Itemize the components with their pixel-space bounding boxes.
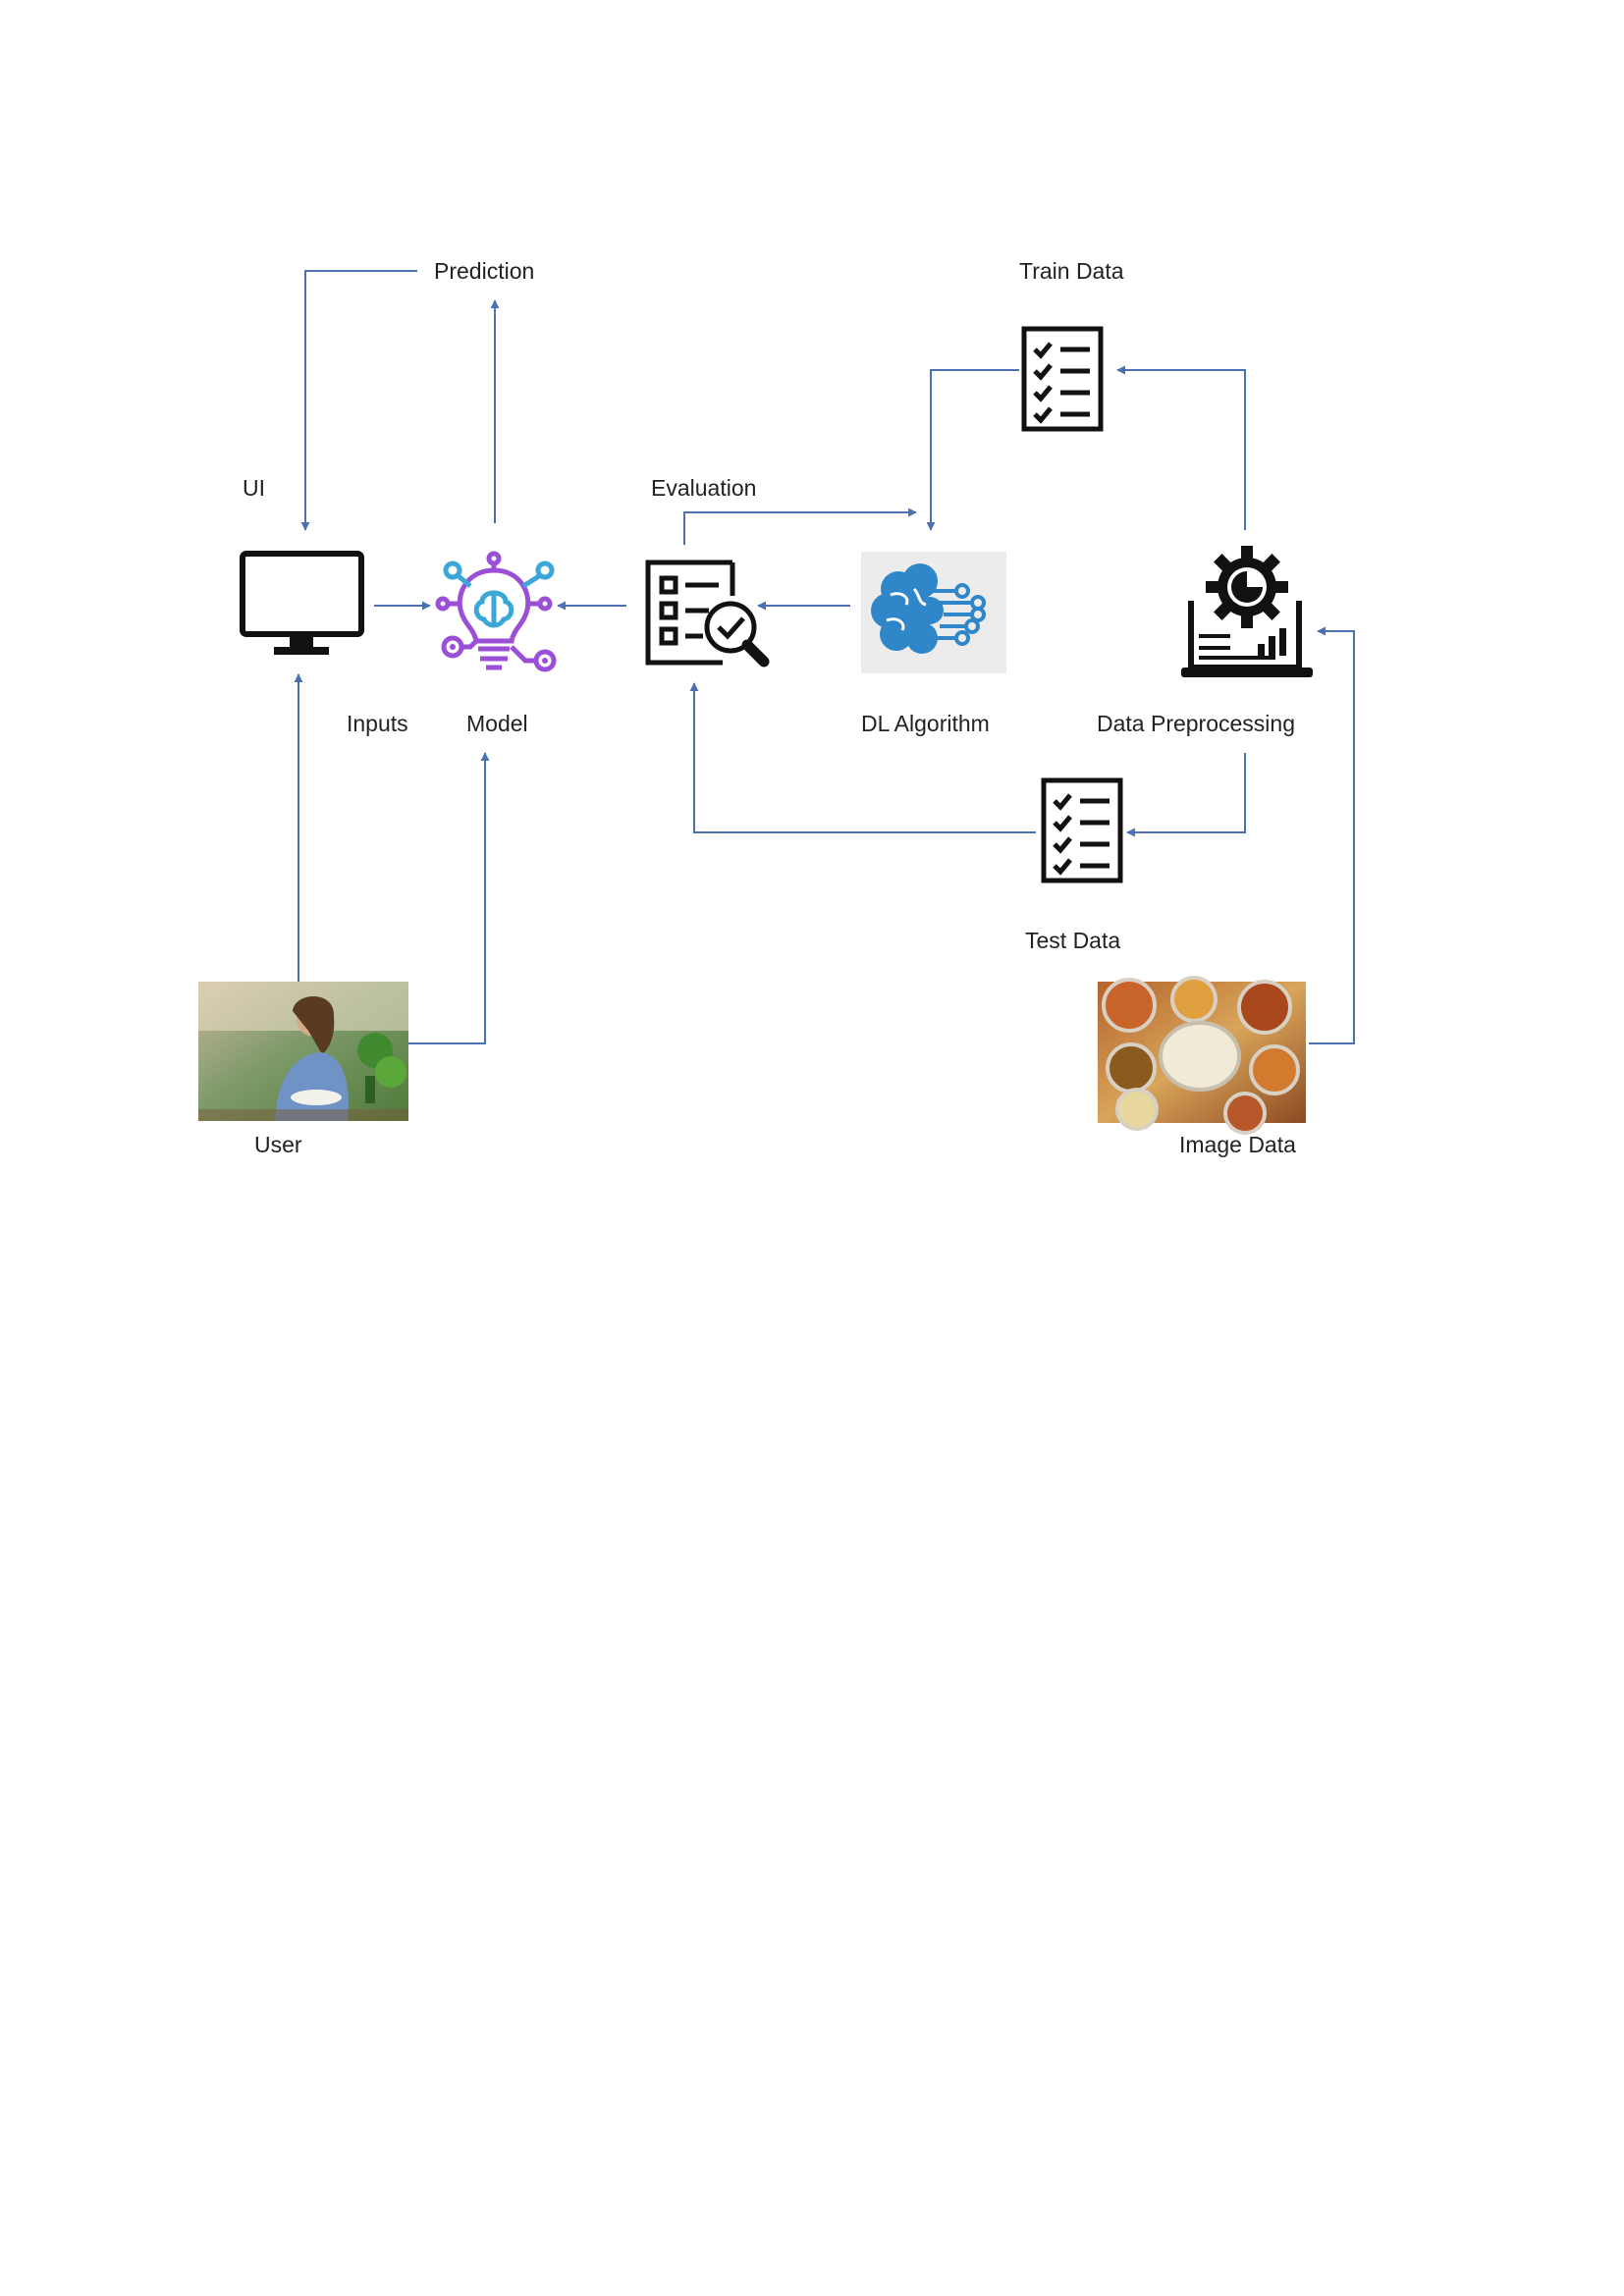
label-inputs: Inputs	[347, 711, 408, 736]
label-ui: UI	[243, 475, 265, 501]
monitor-icon	[240, 551, 364, 655]
label-prediction: Prediction	[434, 258, 535, 284]
arrow-preprocessing-to-test	[1126, 753, 1246, 837]
label-data-preprocessing: Data Preprocessing	[1097, 711, 1295, 736]
arrow-prediction-to-ui	[300, 270, 417, 531]
evaluation-checklist-icon	[645, 560, 770, 667]
brain-network-icon	[861, 552, 1006, 673]
label-train-data: Train Data	[1019, 258, 1124, 284]
label-evaluation: Evaluation	[651, 475, 757, 501]
label-test-data: Test Data	[1025, 928, 1121, 953]
arrow-train-to-dl	[926, 369, 1019, 531]
label-dl-algorithm: DL Algorithm	[861, 711, 990, 736]
arrow-image-to-preprocessing	[1309, 626, 1355, 1044]
user-photo	[198, 982, 408, 1121]
arrow-test-to-evaluation	[689, 682, 1036, 833]
checklist-icon	[1041, 777, 1123, 883]
arrow-preprocessing-to-train	[1116, 365, 1246, 530]
checklist-icon	[1021, 326, 1104, 432]
gear-laptop-icon	[1181, 546, 1313, 677]
arrow-user-to-model	[408, 752, 490, 1044]
label-image-data: Image Data	[1179, 1132, 1296, 1157]
label-model: Model	[466, 711, 528, 736]
ai-lightbulb-icon	[435, 551, 557, 672]
connectors	[294, 270, 1355, 1044]
food-photo	[1098, 976, 1306, 1135]
arrow-evaluation-to-dl	[683, 507, 917, 545]
label-user: User	[254, 1132, 302, 1157]
